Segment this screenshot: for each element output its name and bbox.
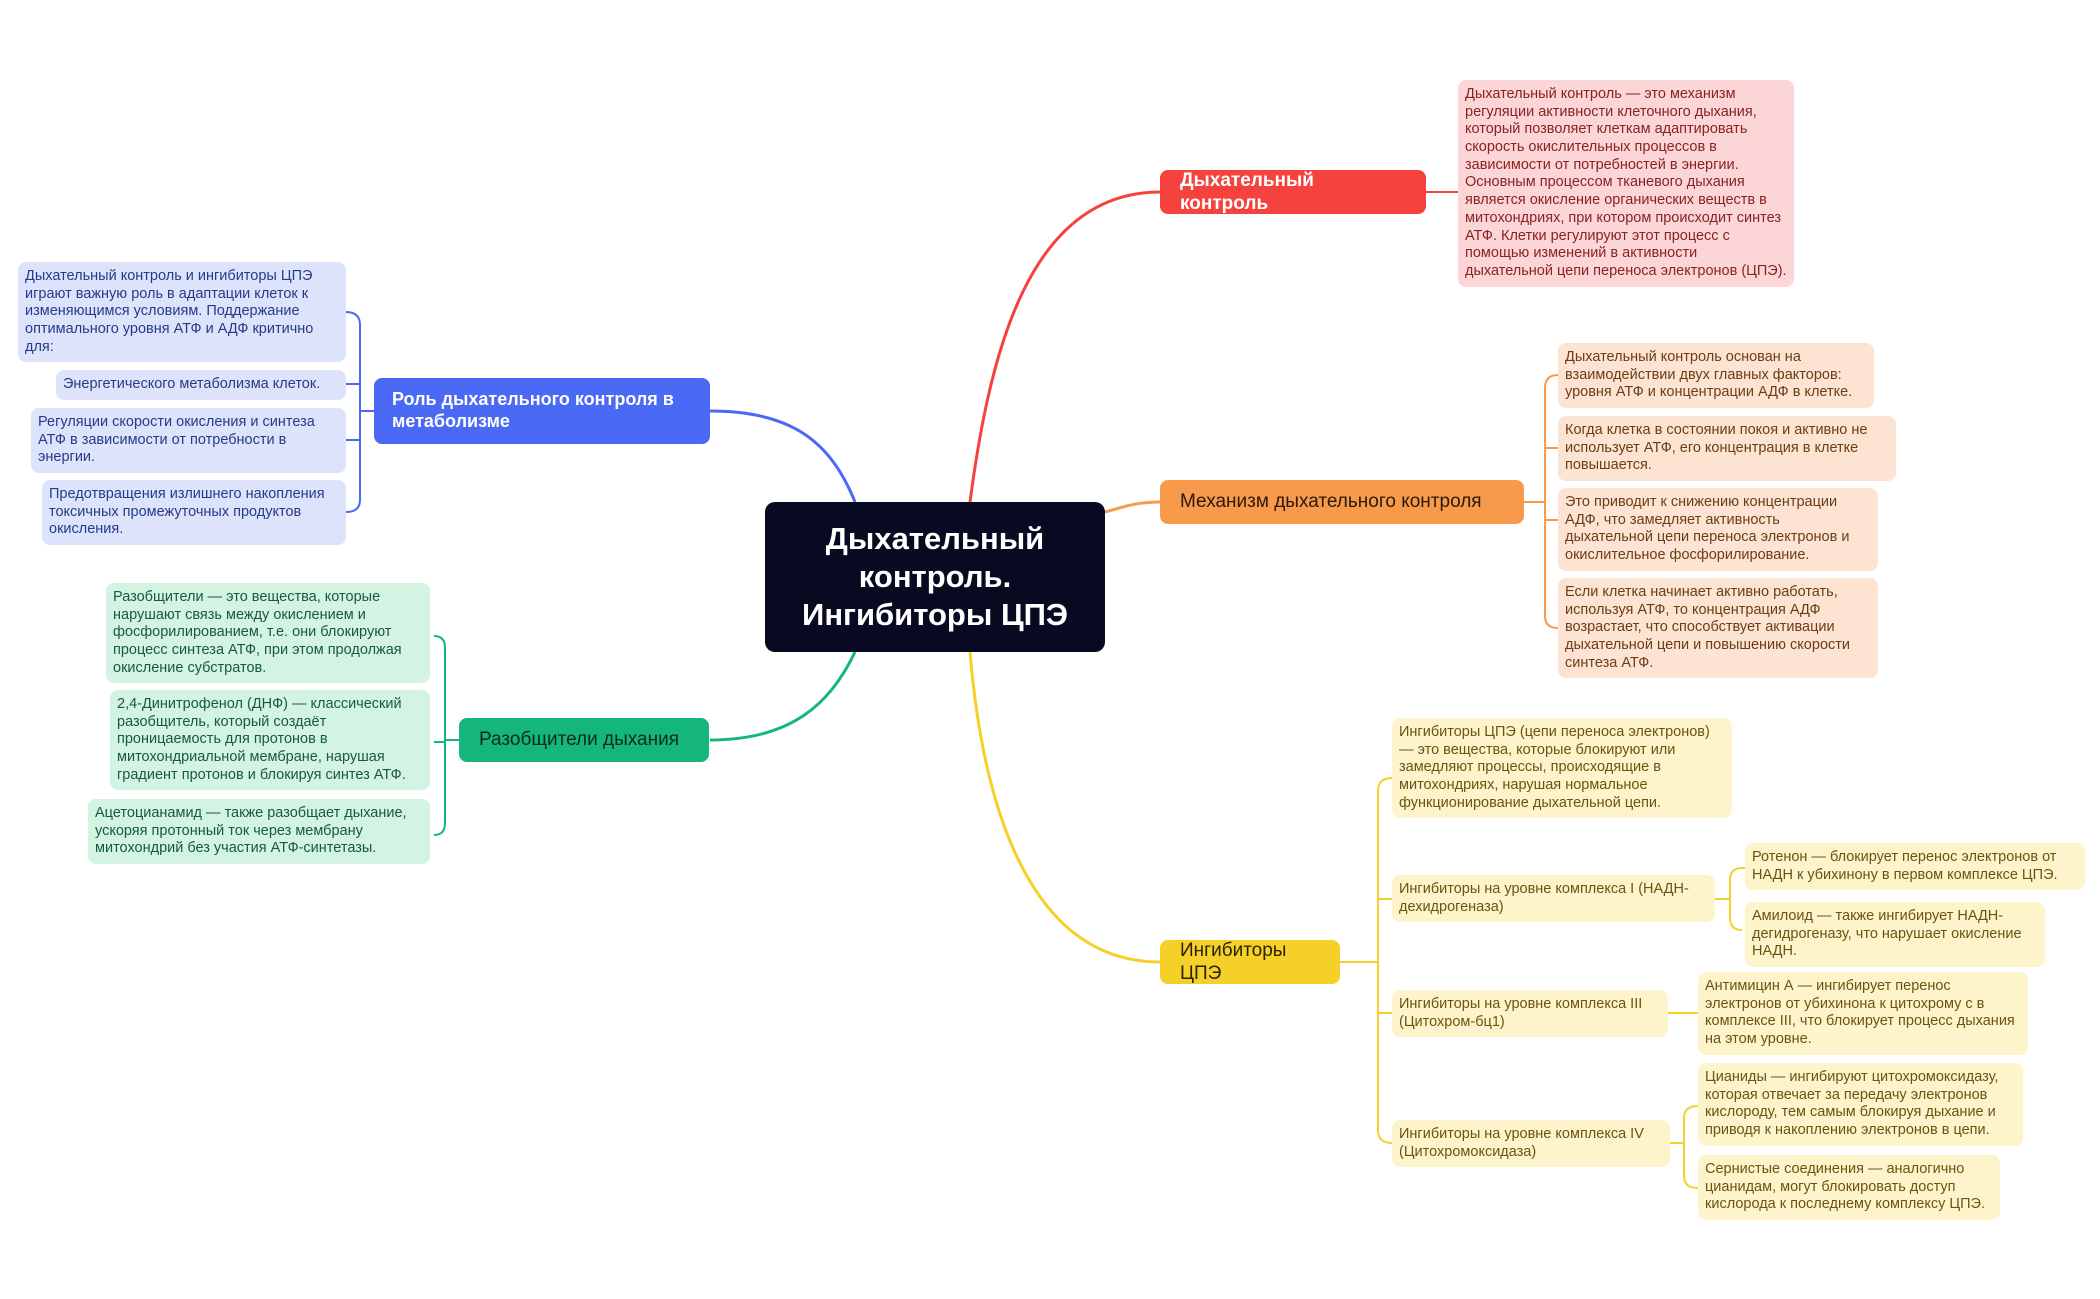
uncouplers-definition[interactable]: Разобщители — это вещества, которые нару… [106, 583, 430, 684]
mechanism-item-2[interactable]: Когда клетка в состоянии покоя и активно… [1558, 416, 1896, 482]
bracket-uncouplers [433, 635, 459, 836]
inhibitors-definition[interactable]: Ингибиторы ЦПЭ (цепи переноса электронов… [1392, 718, 1732, 819]
complex1-rotenone[interactable]: Ротенон — блокирует перенос электронов о… [1745, 843, 2085, 891]
complex1-amyloid[interactable]: Амилоид — также ингибирует НАДН-дегидрог… [1745, 902, 2045, 968]
branch-role-in-metabolism[interactable]: Роль дыхательного контроля в метаболизме [374, 378, 710, 444]
control-definition[interactable]: Дыхательный контроль — это механизм регу… [1458, 80, 1794, 287]
branch-mechanism[interactable]: Механизм дыхательного контроля [1160, 480, 1524, 524]
branch-etc-inhibitors[interactable]: Ингибиторы ЦПЭ [1160, 940, 1340, 984]
role-intro[interactable]: Дыхательный контроль и ингибиторы ЦПЭ иг… [18, 262, 346, 363]
mechanism-item-1[interactable]: Дыхательный контроль основан на взаимоде… [1558, 343, 1874, 409]
bracket-inhibitors [1340, 777, 1393, 1144]
bracket-complex1 [1715, 867, 1745, 931]
complex4-sulfur-compounds[interactable]: Сернистые соединения — аналогично цианид… [1698, 1155, 2000, 1221]
complex4-cyanides[interactable]: Цианиды — ингибируют цитохромоксидазу, к… [1698, 1063, 2023, 1146]
link-root-control [968, 190, 1161, 503]
branch-uncouplers[interactable]: Разобщители дыхания [459, 718, 709, 762]
link-root-role [709, 409, 857, 503]
mechanism-item-4[interactable]: Если клетка начинает активно работать, и… [1558, 578, 1878, 679]
bracket-role [345, 311, 374, 513]
bracket-mechanism [1524, 374, 1559, 629]
uncouplers-dnp[interactable]: 2,4-Динитрофенол (ДНФ) — классический ра… [110, 690, 430, 791]
bracket-complex4 [1670, 1105, 1699, 1189]
role-item-prevention[interactable]: Предотвращения излишнего накопления токс… [42, 480, 346, 546]
complex3-antimycin[interactable]: Антимицин А — ингибирует перенос электро… [1698, 972, 2028, 1055]
root-topic[interactable]: Дыхательный контроль. Ингибиторы ЦПЭ [765, 502, 1105, 652]
branch-respiratory-control[interactable]: Дыхательный контроль [1160, 170, 1426, 214]
inhibitors-complex1[interactable]: Ингибиторы на уровне комплекса I (НАДН-д… [1392, 875, 1715, 923]
link-root-mechanism [1104, 500, 1161, 514]
inhibitors-complex4[interactable]: Ингибиторы на уровне комплекса IV (Цитох… [1392, 1120, 1670, 1168]
link-root-inhibitors [968, 651, 1161, 964]
link-root-uncouplers [709, 651, 857, 742]
role-item-energy[interactable]: Энергетического метаболизма клеток. [56, 370, 346, 400]
inhibitors-complex3[interactable]: Ингибиторы на уровне комплекса III (Цито… [1392, 990, 1668, 1038]
uncouplers-acetocyanamide[interactable]: Ацетоцианамид — также разобщает дыхание,… [88, 799, 430, 865]
mechanism-item-3[interactable]: Это приводит к снижению концентрации АДФ… [1558, 488, 1878, 571]
role-item-regulation[interactable]: Регуляции скорости окисления и синтеза А… [31, 408, 346, 474]
